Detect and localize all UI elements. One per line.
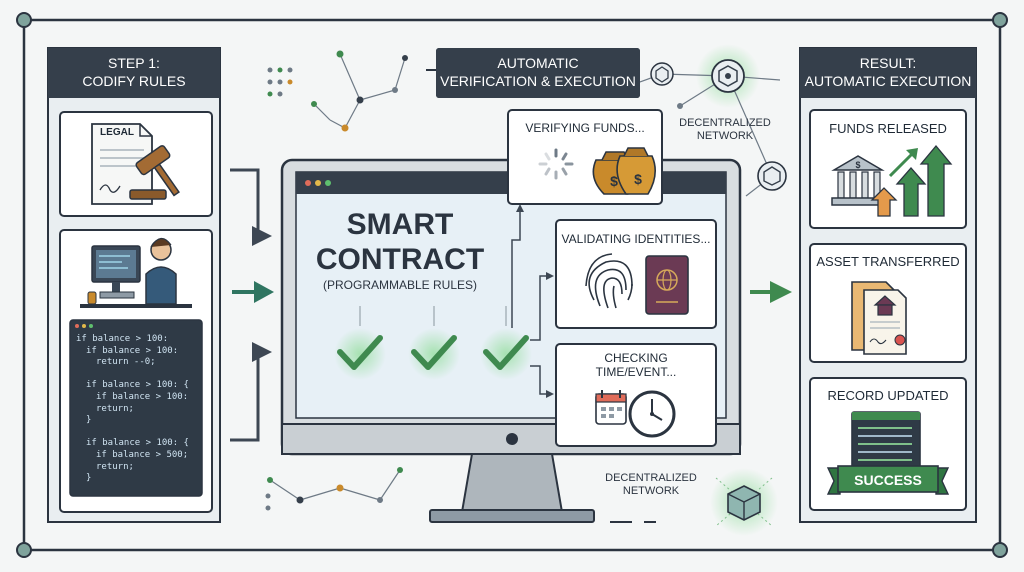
code-line: return --0; (96, 357, 156, 368)
bank-icon: $ (831, 155, 885, 206)
smart-contract-subtitle: (PROGRAMMABLE RULES) (322, 278, 478, 292)
result-header-line2: AUTOMATIC EXECUTION (804, 73, 972, 89)
outer-frame (16, 12, 1008, 558)
step1-header-line2: CODIFY RULES (82, 73, 186, 89)
code-line: if balance > 100: { (86, 380, 189, 391)
code-line: } (86, 473, 92, 484)
code-line: if balance > 100: (96, 391, 189, 402)
clock-icon (628, 390, 676, 438)
result-header: RESULT: AUTOMATIC EXECUTION (800, 48, 976, 98)
asset-transferred-label: ASSET TRANSFERRED (816, 254, 960, 269)
money-bag-icon: $ $ (592, 147, 656, 195)
code-line (76, 369, 189, 381)
code-line: return; (96, 403, 134, 414)
spinner-icon (538, 148, 574, 180)
checking-time-label: CHECKING TIME/EVENT... (556, 351, 716, 380)
smart-contract-title: SMART CONTRACT (300, 208, 500, 277)
network-bottom-line1: DECENTRALIZED (605, 472, 697, 484)
network-top-label: DECENTRALIZED NETWORK (670, 117, 780, 142)
network-bottom-line2: NETWORK (622, 484, 680, 497)
network-top (611, 44, 787, 197)
developer-icon (80, 237, 192, 308)
code-line: if balance > 500; (96, 449, 189, 460)
spreadsheet-icon (851, 411, 921, 469)
success-banner (826, 465, 950, 495)
verification-header-line1: AUTOMATIC (497, 55, 579, 71)
code-line: if balance > 100: (86, 345, 179, 356)
smart-contract-line2: CONTRACT (315, 242, 485, 276)
code-line: return; (96, 461, 134, 472)
fingerprint-icon (585, 253, 633, 309)
svg-text:$: $ (610, 173, 618, 189)
network-node-icon (711, 59, 745, 93)
result-column: $ (799, 47, 977, 523)
code-block: if balance > 100:if balance > 100:return… (76, 334, 189, 485)
checking-time-line2: TIME/EVENT... (595, 364, 677, 379)
record-updated-label: RECORD UPDATED (827, 388, 949, 403)
check-connectors (511, 204, 554, 398)
checkmark-icon (337, 335, 383, 370)
verification-header-line2: VERIFICATION & EXECUTION (440, 73, 636, 89)
checkmark-icon (411, 335, 457, 370)
calendar-icon (595, 390, 627, 425)
legal-doc-label: LEGAL (100, 127, 134, 138)
network-top-line1: DECENTRALIZED (679, 117, 771, 129)
network-node-icon (757, 161, 787, 191)
checkmark-icon (483, 335, 529, 370)
verifying-funds-label: VERIFYING FUNDS... (525, 121, 645, 135)
result-header-line1: RESULT: (859, 55, 917, 71)
gavel-icon (129, 145, 180, 200)
decorative-network-top (313, 53, 406, 129)
checking-time-line1: CHECKING (604, 351, 668, 365)
svg-text:$: $ (634, 171, 642, 187)
code-line: if balance > 100: (76, 334, 169, 344)
checkmark-group (334, 306, 532, 380)
funds-released-label: FUNDS RELEASED (829, 121, 947, 136)
passport-icon (645, 255, 689, 315)
step1-header: STEP 1: CODIFY RULES (48, 48, 220, 98)
decorative-network-bottom (265, 467, 403, 511)
code-line (76, 427, 189, 439)
svg-text:$: $ (855, 160, 860, 170)
verification-header: AUTOMATIC VERIFICATION & EXECUTION (436, 48, 640, 98)
cube-icon (727, 485, 761, 521)
network-node-icon (650, 62, 674, 86)
network-top-line2: NETWORK (696, 129, 754, 142)
network-bottom-label: DECENTRALIZED NETWORK (596, 472, 706, 497)
house-deed-icon (851, 281, 907, 355)
code-line: if balance > 100: { (86, 438, 189, 449)
step1-header-line1: STEP 1: (108, 55, 160, 71)
growth-arrows-icon (870, 144, 953, 217)
code-editor (69, 319, 203, 497)
validating-identities-label: VALIDATING IDENTITIES... (561, 232, 711, 246)
step1-column (47, 47, 221, 523)
network-bottom (710, 468, 778, 536)
code-line: } (86, 415, 92, 426)
document-icon (91, 123, 153, 205)
output-arrow (750, 281, 792, 303)
smart-contract-line1: SMART (346, 208, 454, 241)
input-arrows (230, 168, 274, 442)
success-label: SUCCESS (854, 472, 922, 488)
